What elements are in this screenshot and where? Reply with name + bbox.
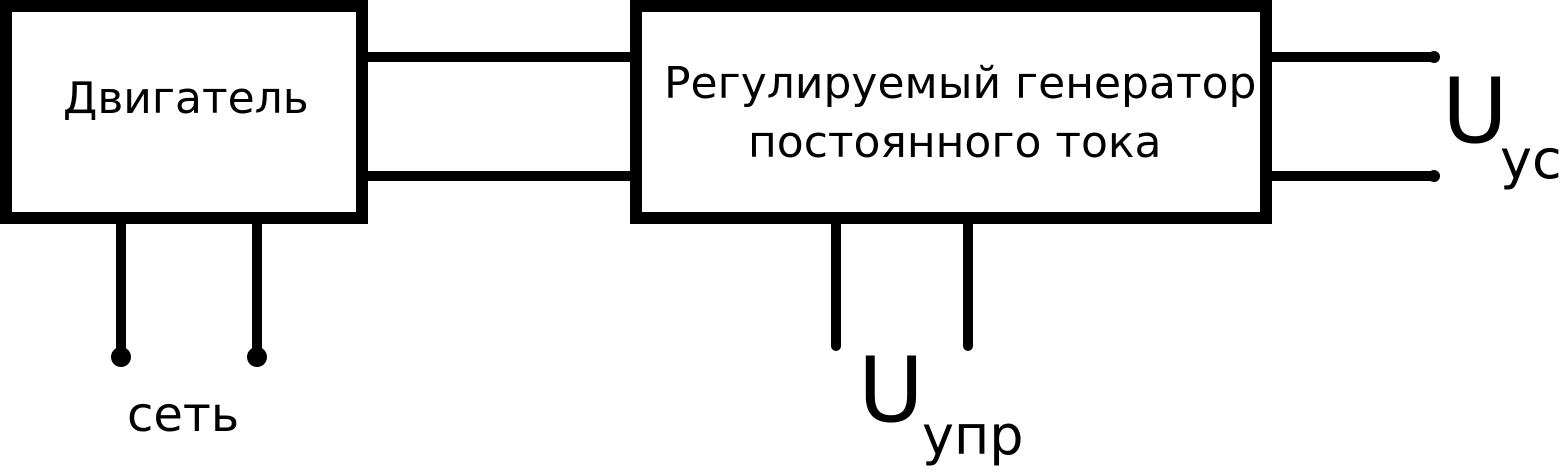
generator-label-line2: постоянного тока bbox=[748, 117, 1161, 168]
control-terminal-right bbox=[963, 341, 973, 351]
generator-label-line1: Регулируемый генератор bbox=[664, 58, 1256, 109]
control-terminal-left bbox=[831, 341, 841, 351]
network-label: сеть bbox=[127, 387, 239, 443]
control-voltage-subscript: упр bbox=[922, 404, 1024, 467]
control-voltage-symbol: U bbox=[858, 338, 924, 443]
network-terminal-left bbox=[111, 347, 131, 367]
output-terminal-top bbox=[1428, 51, 1440, 63]
output-terminal-bottom bbox=[1428, 170, 1440, 182]
output-voltage-subscript: ус bbox=[1500, 128, 1562, 191]
network-terminal-right bbox=[247, 347, 267, 367]
generator-block bbox=[630, 0, 1272, 224]
motor-block bbox=[0, 0, 368, 224]
motor-label: Двигатель bbox=[63, 73, 309, 124]
output-voltage-symbol: U bbox=[1442, 59, 1508, 164]
